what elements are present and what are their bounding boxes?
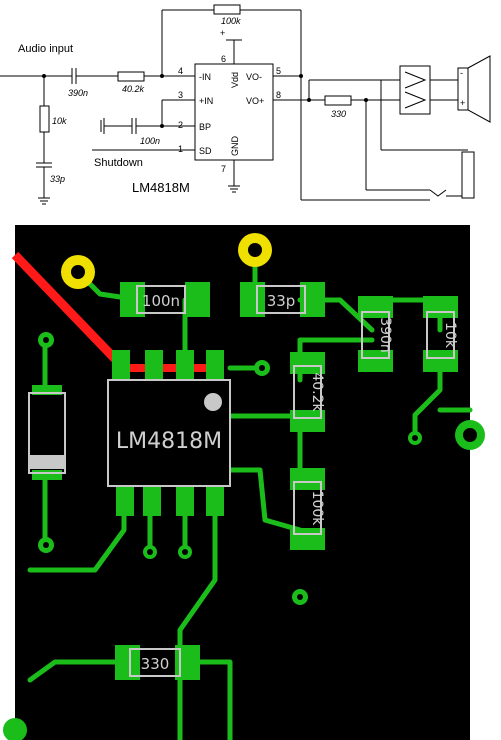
pin-label-bp: BP [199,122,211,132]
pin-label-pos-in: +IN [199,96,213,106]
smd-100k-outline [293,481,322,535]
connector-pad [3,718,27,740]
vdd-plus-symbol: + [220,28,225,38]
pin-number-1: 1 [178,144,183,154]
feedback-resistor-label: 100k [221,16,241,26]
smd-40k2-label: 40.2k [309,372,325,412]
jack-body [461,151,475,199]
output-resistor-label: 330 [331,109,346,119]
schematic-diagram: Audio input Shutdown LM4818M 100k 390n 4… [0,4,491,205]
trace [27,659,133,683]
amp-triangle [404,71,427,89]
input-resistor-label: 40.2k [122,84,145,94]
pin-number-3: 3 [178,90,183,100]
smd-100n-label: 100n [142,292,180,310]
ic-pin1-dot [204,393,222,411]
jumper-wire [11,251,122,366]
audio-input-label: Audio input [18,43,73,55]
pin-label-vo-pos: VO+ [246,96,264,106]
input-cap-label: 390n [68,88,88,98]
amp-triangle [404,91,427,109]
pin-number-2: 2 [178,120,183,130]
pin-number-4: 4 [178,66,183,76]
smd-330-label: 330 [141,655,170,673]
trace [412,357,443,441]
filter-cap-label: 33p [50,174,65,184]
smd-10k-outline [426,311,455,359]
pin-label-neg-in: -IN [199,72,211,82]
filter-resistor-label: 10k [52,116,67,126]
pin-label-vdd: Vdd [230,72,240,88]
smd-390n-outline [361,311,390,359]
pin-label-sd: SD [199,146,212,156]
smd-390n-label: 390n [377,317,393,353]
pin-label-gnd: GND [230,136,240,157]
pin-label-vo-neg: VO- [246,72,262,82]
smd-40k2-outline [293,365,322,419]
speaker-minus-label: - [460,68,463,78]
pin-number-5: 5 [276,66,281,76]
smd-10k-label: 10k [442,322,458,349]
shutdown-label: Shutdown [94,157,143,169]
trace [227,467,303,533]
pin-number-8: 8 [276,90,281,100]
speaker-cone [467,55,491,123]
bypass-cap-label: 100n [140,136,160,146]
smd-100n-outline [136,285,186,314]
smd-330-outline [129,648,181,677]
smd-33p-outline [256,285,306,314]
pin-number-6: 6 [221,54,226,64]
amplifier-box [399,65,431,115]
chip-name-label: LM4818M [132,180,190,195]
speaker-plus-label: + [460,98,465,108]
trace [177,497,218,740]
pin-number-7: 7 [221,164,226,174]
ic-label: LM4818M [116,429,222,454]
ic-outline [107,379,231,487]
diode-band [29,455,65,469]
smd-33p-label: 33p [267,292,296,310]
diode-outline [28,392,66,474]
smd-100k-label: 100k [309,491,325,527]
